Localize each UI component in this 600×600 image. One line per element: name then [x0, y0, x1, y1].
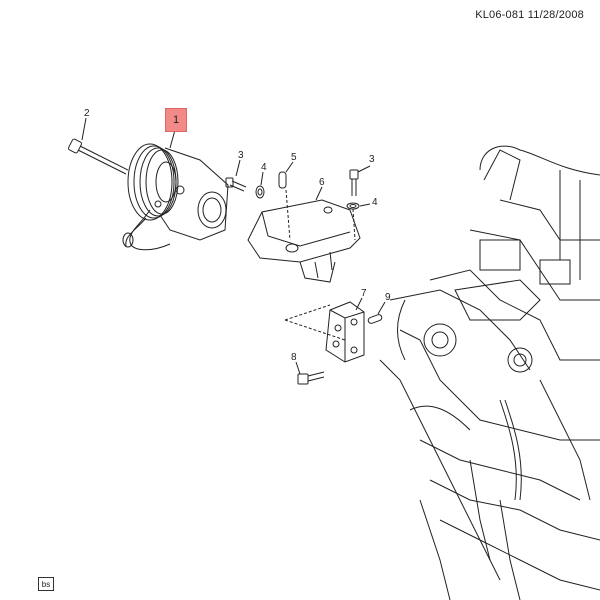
drawing-code: KL06-081 11/28/2008 [475, 9, 584, 21]
callout-4-right: 4 [372, 197, 378, 208]
part-7-mount-block[interactable] [325, 301, 365, 363]
part-6-bracket[interactable] [247, 199, 361, 283]
callout-1-label: 1 [172, 114, 180, 126]
callout-4-left: 4 [261, 162, 267, 173]
part-8-bolt[interactable] [297, 371, 325, 385]
part-1-pump[interactable] [122, 143, 229, 251]
part-3-bolt-right[interactable] [349, 169, 359, 196]
callout-5: 5 [291, 152, 297, 163]
callout-1-highlighted[interactable]: 1 [165, 108, 187, 132]
bs-badge: bs [38, 577, 54, 591]
callout-7: 7 [361, 288, 367, 299]
part-4-washer-right[interactable] [346, 202, 360, 210]
part-9-pin[interactable] [367, 314, 383, 324]
part-2-bolt[interactable] [68, 138, 129, 175]
callout-3-right: 3 [369, 154, 375, 165]
callout-3-left: 3 [238, 150, 244, 161]
callout-2: 2 [84, 108, 90, 119]
engine-assembly [379, 145, 600, 600]
callout-6: 6 [319, 177, 325, 188]
part-3-bolt-left[interactable] [225, 177, 247, 192]
callout-8: 8 [291, 352, 297, 363]
part-4-washer-left[interactable] [255, 185, 265, 199]
callout-9: 9 [385, 292, 391, 303]
part-5-pin[interactable] [278, 171, 287, 189]
